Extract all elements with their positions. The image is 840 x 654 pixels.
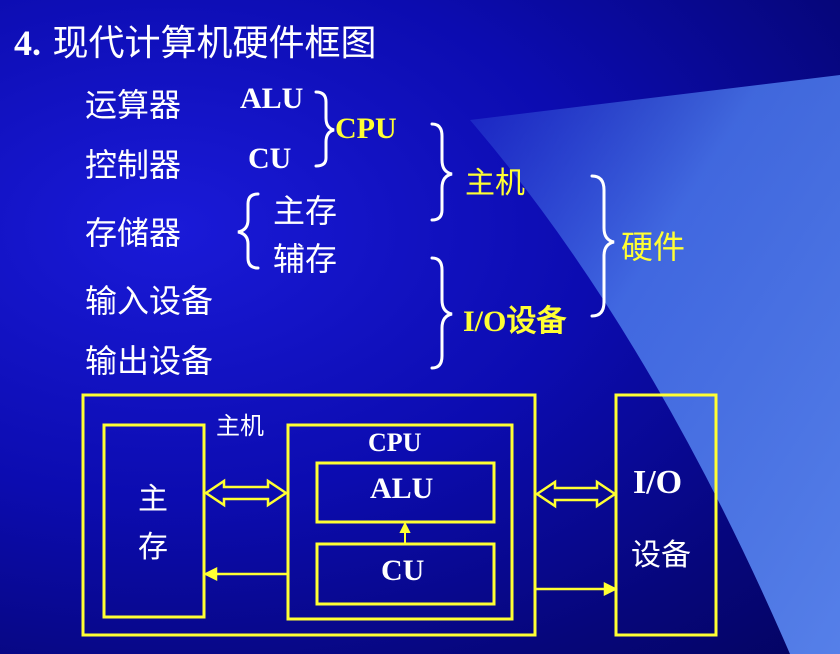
cpu-group-label: CPU bbox=[335, 112, 397, 145]
io-brace bbox=[430, 256, 453, 370]
host-box bbox=[81, 393, 537, 637]
host-to-io-arrow bbox=[535, 581, 618, 597]
cu-cn-label: 控制器 bbox=[85, 146, 182, 184]
alu-en-label: ALU bbox=[240, 82, 304, 115]
cpu-to-memory-arrow bbox=[203, 566, 288, 582]
diagram-alu-label: ALU bbox=[370, 472, 434, 505]
cpu-box bbox=[286, 423, 514, 621]
input-device-label: 输入设备 bbox=[85, 282, 214, 320]
diagram-main-mem-line1: 主 bbox=[138, 482, 168, 517]
page-title: 4. 现代计算机硬件框图 bbox=[14, 23, 377, 64]
main-memory-box bbox=[102, 423, 206, 619]
hardware-brace bbox=[590, 174, 615, 318]
diagram-io-line2: 设备 bbox=[631, 538, 691, 573]
io-group-label: I/O设备 bbox=[463, 305, 567, 338]
host-group-label: 主机 bbox=[465, 166, 525, 201]
alu-cn-label: 运算器 bbox=[85, 86, 182, 124]
host-io-double-arrow bbox=[534, 479, 618, 509]
io-box bbox=[614, 393, 718, 637]
main-memory-label: 主存 bbox=[273, 192, 338, 230]
memory-cn-label: 存储器 bbox=[85, 214, 182, 252]
output-device-label: 输出设备 bbox=[85, 342, 214, 380]
diagram-host-label: 主机 bbox=[216, 412, 264, 440]
diagram-io-line1: I/O bbox=[633, 464, 683, 501]
title-number: 4 bbox=[14, 23, 32, 63]
cu-to-alu-arrow bbox=[399, 521, 411, 543]
alu-box bbox=[315, 461, 496, 524]
cu-box bbox=[315, 542, 496, 606]
host-brace bbox=[430, 122, 453, 222]
aux-memory-label: 辅存 bbox=[273, 240, 338, 278]
diagram-main-mem-line2: 存 bbox=[138, 530, 168, 565]
diagram-cu-label: CU bbox=[381, 554, 425, 587]
cpu-brace bbox=[314, 90, 335, 168]
hardware-group-label: 硬件 bbox=[621, 228, 686, 266]
memory-cpu-double-arrow bbox=[203, 478, 289, 508]
diagram-cpu-label: CPU bbox=[368, 428, 422, 457]
memory-brace bbox=[237, 192, 260, 270]
title-text: 现代计算机硬件框图 bbox=[52, 23, 377, 64]
cu-en-label: CU bbox=[248, 142, 292, 175]
